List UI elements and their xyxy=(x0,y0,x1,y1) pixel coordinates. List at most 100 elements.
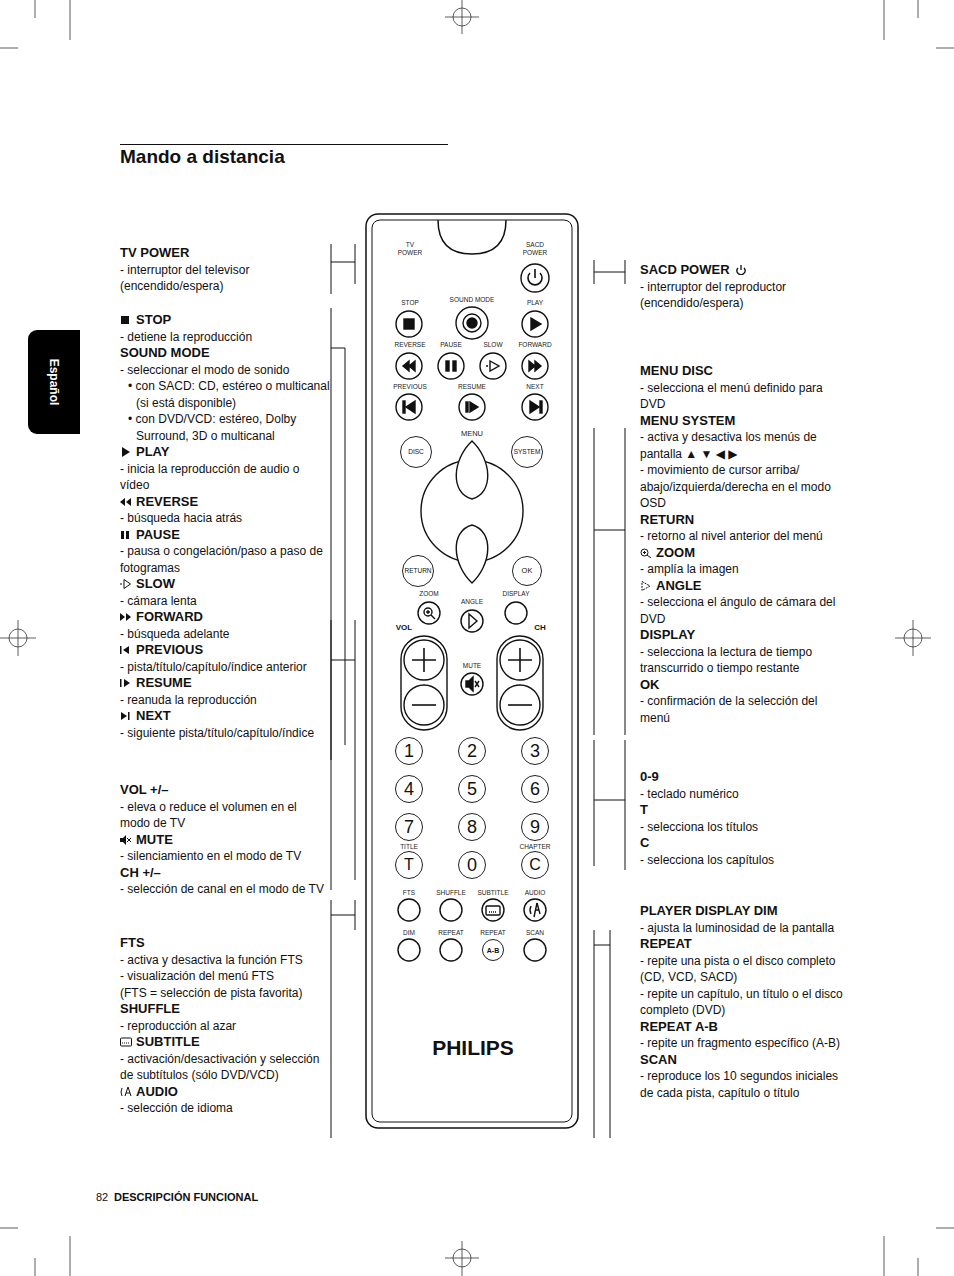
key-description: - selección de idioma xyxy=(120,1100,330,1117)
key-heading: RESUME xyxy=(120,675,330,692)
button-caption: DIM xyxy=(403,929,415,937)
key-icon-holder xyxy=(120,1034,136,1049)
key-description: - repite un capítulo, un título o el dis… xyxy=(640,986,845,1019)
remote-button: 1 xyxy=(395,737,423,765)
description-text: - selección de idioma xyxy=(120,1101,233,1115)
description-text: - reanuda la reproducción xyxy=(120,693,257,707)
key-heading: ZOOM xyxy=(640,545,845,562)
button-text: 7 xyxy=(404,818,414,836)
description-text: - silenciamiento en el modo de TV xyxy=(120,849,301,863)
key-description: - interruptor del televisor (encendido/e… xyxy=(120,262,330,295)
key-name: RETURN xyxy=(640,512,694,527)
button-text: 4 xyxy=(404,780,414,798)
key-description: - pista/título/capítulo/índice anterior xyxy=(120,659,330,676)
button-caption: MUTE xyxy=(463,662,481,670)
description-text: - selecciona el menú definido para DVD xyxy=(640,381,823,412)
description-text: - ajusta la luminosidad de la pantalla xyxy=(640,921,834,935)
key-heading: PREVIOUS xyxy=(120,642,330,659)
key-heading: REVERSE xyxy=(120,494,330,511)
button-caption: STOP xyxy=(401,299,419,307)
leader-brackets xyxy=(331,244,625,1138)
key-heading: SLOW xyxy=(120,576,330,593)
key-name: SUBTITLE xyxy=(136,1034,200,1049)
key-name: PREVIOUS xyxy=(136,642,203,657)
key-heading: AUDIO xyxy=(120,1084,330,1101)
remote-button: 8 xyxy=(458,813,486,841)
button-caption: SHUFFLE xyxy=(436,889,466,897)
key-heading: MENU DISC xyxy=(640,363,845,380)
button-caption: SUBTITLE xyxy=(477,889,508,897)
key-name: REPEAT A-B xyxy=(640,1019,718,1034)
callout-group: SACD POWER - interruptor del reproductor … xyxy=(640,262,845,312)
button-caption: PLAY xyxy=(527,299,543,307)
remote-buttons xyxy=(396,264,549,961)
button-caption: MENU xyxy=(461,430,483,438)
callout-group: VOL +/–- eleva o reduce el volumen en el… xyxy=(120,782,330,898)
key-description: - selecciona el menú definido para DVD xyxy=(640,380,845,413)
description-text: - selecciona los títulos xyxy=(640,820,758,834)
description-text: - amplía la imagen xyxy=(640,562,739,576)
description-text: - interruptor del reproductor (encendido… xyxy=(640,280,786,311)
key-heading: PAUSE xyxy=(120,527,330,544)
key-name: ANGLE xyxy=(656,578,702,593)
key-description: - repite un fragmento específico (A-B) xyxy=(640,1035,845,1052)
button-caption: SLOW xyxy=(483,341,502,349)
key-heading: TV POWER xyxy=(120,245,330,262)
button-text: DISC xyxy=(408,449,424,456)
remote-button: 3 xyxy=(521,737,549,765)
button-text: SYSTEM xyxy=(514,449,541,456)
button-text: 3 xyxy=(530,742,540,760)
description-text: - eleva o reduce el volumen en el modo d… xyxy=(120,800,297,831)
key-heading: REPEAT A-B xyxy=(640,1019,845,1036)
button-text: 6 xyxy=(530,780,540,798)
key-heading: C xyxy=(640,835,845,852)
key-name: MENU DISC xyxy=(640,363,713,378)
key-name: SACD POWER xyxy=(640,262,730,277)
button-text: 8 xyxy=(467,818,477,836)
key-name: PAUSE xyxy=(136,527,180,542)
remote-button: C xyxy=(521,851,549,879)
key-description: • con DVD/VCD: estéreo, Dolby Surround, … xyxy=(120,411,330,444)
key-icon-holder xyxy=(120,1084,136,1099)
key-icon-holder xyxy=(120,527,136,542)
key-name: MUTE xyxy=(136,832,173,847)
remote-button: SYSTEM xyxy=(511,436,543,468)
remote-button: A-B xyxy=(482,939,504,961)
description-text: - repite un fragmento específico (A-B) xyxy=(640,1036,840,1050)
key-heading: SHUFFLE xyxy=(120,1001,330,1018)
key-description: - teclado numérico xyxy=(640,786,845,803)
key-heading: RETURN xyxy=(640,512,845,529)
remote-button: 2 xyxy=(458,737,486,765)
button-caption: AUDIO xyxy=(525,889,546,897)
callout-group: PLAYER DISPLAY DIM- ajusta la luminosida… xyxy=(640,903,845,1101)
callout-group: MENU DISC - selecciona el menú definido p… xyxy=(640,363,845,726)
remote-button: 6 xyxy=(521,775,549,803)
description-text: - activa y desactiva la función FTS xyxy=(120,953,303,967)
key-name: REPEAT xyxy=(640,936,692,951)
remote-button: T xyxy=(395,851,423,879)
key-name: DISPLAY xyxy=(640,627,695,642)
key-name: OK xyxy=(640,677,660,692)
brand-or-group-label: VOL xyxy=(396,624,412,633)
button-caption: ANGLE xyxy=(461,598,483,606)
key-description: - búsqueda hacia atrás xyxy=(120,510,330,527)
key-icon xyxy=(735,265,747,275)
key-description: - selecciona la lectura de tiempo transc… xyxy=(640,644,845,677)
key-heading: OK xyxy=(640,677,845,694)
key-name: AUDIO xyxy=(136,1084,178,1099)
key-description: - inicia la reproducción de audio o víde… xyxy=(120,461,330,494)
key-heading: VOL +/– xyxy=(120,782,330,799)
key-description: - activa y desactiva los menús de pantal… xyxy=(640,429,845,462)
description-text: - búsqueda adelante xyxy=(120,627,229,641)
key-name: SHUFFLE xyxy=(120,1001,180,1016)
key-description: - visualización del menú FTS xyxy=(120,968,330,985)
button-caption: SACD POWER xyxy=(518,241,552,256)
key-icon-holder xyxy=(120,609,136,624)
key-name: SCAN xyxy=(640,1052,677,1067)
remote-button: 7 xyxy=(395,813,423,841)
key-description: - activa y desactiva la función FTS xyxy=(120,952,330,969)
button-caption: REPEAT xyxy=(438,929,464,937)
description-text: - detiene la reproducción xyxy=(120,330,252,344)
key-icon-holder xyxy=(730,262,751,277)
